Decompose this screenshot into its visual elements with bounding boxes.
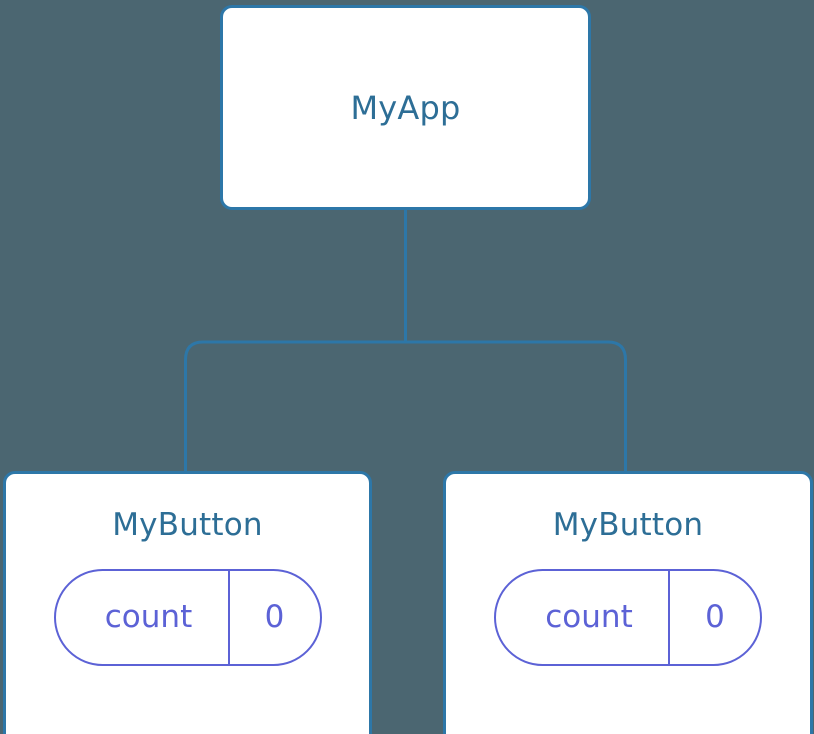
node-mybutton-2[interactable]: MyButton count 0 bbox=[443, 471, 813, 734]
state-key-label-2: count bbox=[496, 571, 670, 664]
state-pill-1[interactable]: count 0 bbox=[53, 569, 322, 666]
state-key-label-1: count bbox=[56, 571, 230, 664]
state-pill-2[interactable]: count 0 bbox=[494, 569, 762, 666]
node-mybutton-1-title: MyButton bbox=[112, 507, 263, 543]
edge-to-right-child bbox=[405, 340, 627, 474]
node-mybutton-1[interactable]: MyButton count 0 bbox=[3, 471, 372, 734]
state-value-label-1: 0 bbox=[264, 599, 285, 635]
node-mybutton-2-title: MyButton bbox=[552, 507, 704, 543]
node-myapp-title: MyApp bbox=[350, 88, 461, 127]
state-value-label-2: 0 bbox=[705, 599, 725, 635]
node-myapp[interactable]: MyApp bbox=[220, 5, 591, 210]
edge-to-left-child bbox=[184, 340, 406, 474]
